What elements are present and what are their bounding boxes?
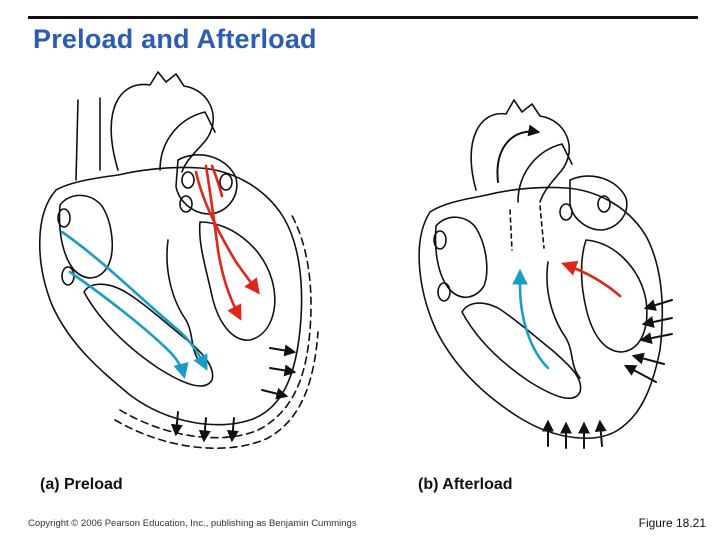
blue-flow-arrow-2 [68, 270, 189, 380]
panel-a-label: (a) Preload [40, 476, 123, 493]
blue-flow-arrow-1 [60, 230, 208, 371]
valve-4 [61, 266, 75, 286]
septum-a [166, 239, 201, 363]
left-atrium [175, 154, 238, 215]
afterload-wall-arrows [542, 299, 673, 449]
stretched-wall [119, 211, 312, 439]
valve-2 [179, 195, 193, 213]
right-ventricle [83, 283, 214, 387]
pulmonary-trunk-b [517, 143, 573, 203]
copyright-text: Copyright © 2006 Pearson Education, Inc.… [28, 518, 357, 529]
blue-flow-arrow-b [512, 268, 550, 370]
preload-flow-arrows [60, 164, 260, 380]
afterload-heart [418, 99, 664, 439]
pulmonary-trunk [159, 111, 216, 171]
aorta-b [470, 99, 571, 203]
valve-3 [219, 173, 233, 191]
right-atrium [58, 194, 114, 279]
red-flow-arrow-2 [194, 170, 260, 295]
red-flow-arrow-1 [204, 164, 242, 321]
preload-wall-arrows [170, 344, 297, 443]
preload-heart [38, 71, 319, 450]
slide-title: Preload and Afterload [33, 24, 317, 54]
left-ventricle-b [580, 239, 648, 353]
aortic-arch [110, 71, 215, 173]
left-atrium-b [569, 175, 628, 231]
heart-outline-b [418, 186, 664, 439]
left-ventricle [198, 221, 276, 341]
septum-b [546, 261, 581, 379]
valve-b-1 [559, 203, 573, 221]
afterload-flow-arrows [496, 124, 622, 370]
title-rule [28, 16, 698, 19]
heart-outline-a [38, 166, 303, 426]
right-ventricle-b [461, 302, 582, 400]
valve-b-4 [433, 230, 447, 250]
red-flow-arrow-b [561, 260, 622, 298]
aortic-valve-dashed [509, 205, 545, 251]
valve-5 [57, 208, 71, 228]
figure-number: Figure 18.21 [638, 516, 706, 530]
valve-1 [181, 171, 195, 189]
valve-b-2 [597, 195, 611, 213]
aortic-arch-flow [496, 124, 541, 183]
valve-b-3 [437, 282, 451, 302]
red-flow-arrow-3 [210, 164, 224, 198]
panel-b-label: (b) Afterload [418, 476, 513, 493]
right-atrium-b [434, 216, 488, 298]
superior-vena-cava [75, 97, 101, 181]
